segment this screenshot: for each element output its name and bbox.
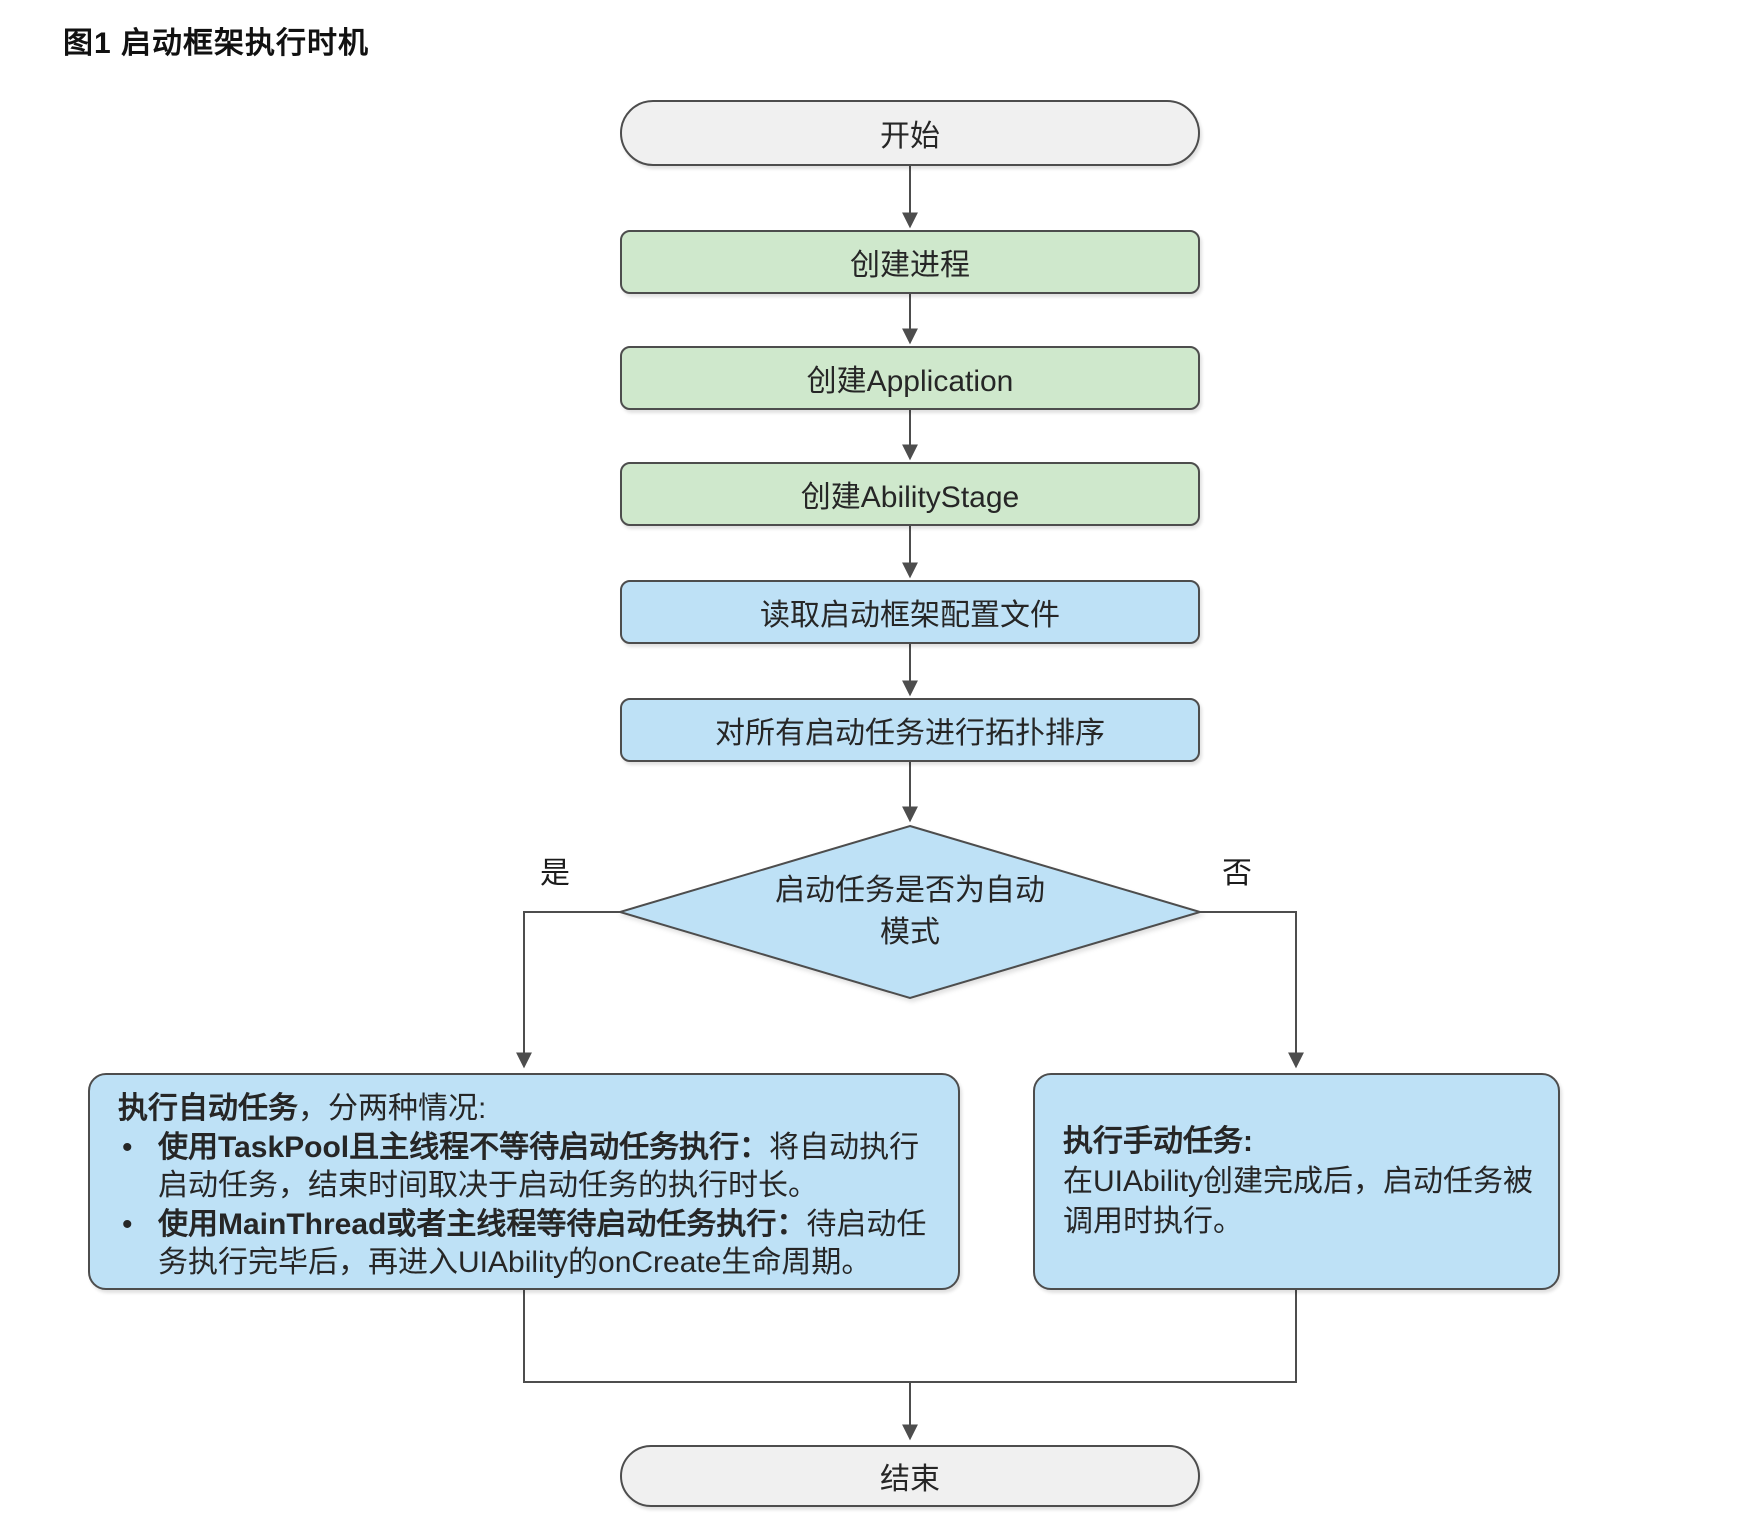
auto-task-bullet-2-rest: 待启动任务执行完毕后，再进入UIAbility的onCreate生命周期。: [158, 1207, 927, 1280]
figure-title: 图1 启动框架执行时机: [63, 27, 370, 60]
node-create-process-label: 创建进程: [850, 249, 970, 282]
manual-task-body: 在UIAbility创建完成后，启动任务被调用时执行。: [1063, 1164, 1534, 1238]
node-create-ability-stage-label: 创建AbilityStage: [800, 481, 1020, 514]
auto-task-bullet-1-text: 使用TaskPool且主线程不等待启动任务执行：将自动执行启动任务，结束时间取决…: [158, 1129, 932, 1206]
node-start-label: 开始: [880, 120, 940, 153]
manual-task-heading: 执行手动任务:: [1063, 1124, 1253, 1158]
node-end-label: 结束: [880, 1463, 940, 1496]
auto-task-bullet-1-rest: 将自动执行启动任务，结束时间取决于启动任务的执行时长。: [158, 1130, 920, 1203]
auto-task-box: 执行自动任务，分两种情况: • 使用TaskPool且主线程不等待启动任务执行：…: [88, 1073, 960, 1290]
node-create-application: 创建Application: [620, 346, 1200, 410]
auto-task-bullet-2-bold: 使用MainThread或者主线程等待启动任务执行：: [158, 1207, 807, 1241]
bullet-marker: •: [122, 1130, 133, 1164]
branch-label-no: 否: [1222, 857, 1252, 890]
auto-task-bullet-2-text: 使用MainThread或者主线程等待启动任务执行：待启动任务执行完毕后，再进入…: [158, 1206, 932, 1283]
auto-task-bullet-1: • 使用TaskPool且主线程不等待启动任务执行：将自动执行启动任务，结束时间…: [118, 1129, 932, 1206]
node-start: 开始: [620, 100, 1200, 166]
decision-label-line1: 启动任务是否为自动: [775, 874, 1045, 907]
node-topo-sort: 对所有启动任务进行拓扑排序: [620, 698, 1200, 762]
branch-yes-connector: [516, 911, 620, 1069]
auto-task-heading-rest: ，分两种情况:: [298, 1092, 487, 1125]
decision-diamond: [616, 824, 1204, 1000]
auto-task-heading: 执行自动任务，分两种情况:: [118, 1090, 932, 1129]
decision-label-line2: 模式: [880, 916, 940, 949]
auto-task-bullet-2: • 使用MainThread或者主线程等待启动任务执行：待启动任务执行完毕后，再…: [118, 1206, 932, 1283]
node-create-ability-stage: 创建AbilityStage: [620, 462, 1200, 526]
branch-label-yes: 是: [540, 857, 570, 890]
auto-task-bullet-1-bold: 使用TaskPool且主线程不等待启动任务执行：: [158, 1130, 770, 1164]
node-read-config-label: 读取启动框架配置文件: [760, 599, 1060, 632]
node-create-application-label: 创建Application: [806, 365, 1014, 398]
merge-connector: [523, 1290, 1297, 1383]
branch-no-connector: [1200, 911, 1304, 1069]
bullet-marker: •: [122, 1207, 133, 1241]
auto-task-heading-bold: 执行自动任务: [118, 1092, 298, 1125]
node-create-process: 创建进程: [620, 230, 1200, 294]
decision-label: 启动任务是否为自动 模式: [620, 870, 1200, 954]
node-topo-sort-label: 对所有启动任务进行拓扑排序: [715, 717, 1105, 750]
node-read-config: 读取启动框架配置文件: [620, 580, 1200, 644]
node-end: 结束: [620, 1445, 1200, 1507]
manual-task-box: 执行手动任务: 在UIAbility创建完成后，启动任务被调用时执行。: [1033, 1073, 1560, 1290]
